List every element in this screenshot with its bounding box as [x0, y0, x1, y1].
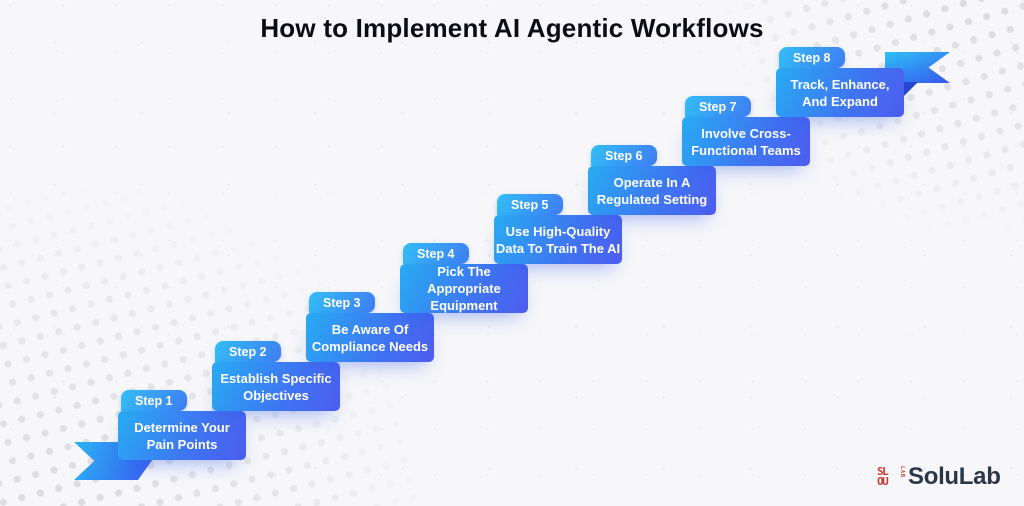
step-card: Involve Cross- Functional Teams: [682, 117, 810, 166]
step-label: Step 3: [323, 295, 361, 310]
page-title: How to Implement AI Agentic Workflows: [260, 13, 764, 43]
step-label: Step 4: [417, 246, 455, 261]
step-text-line2: Equipment: [430, 298, 498, 313]
step-text-line1: Track, Enhance,: [790, 76, 890, 92]
step-label: Step 8: [793, 50, 831, 65]
step-label: Step 5: [511, 197, 549, 212]
step-label-tab: Step 1: [121, 390, 187, 411]
step-label: Step 6: [605, 148, 643, 163]
solulab-logo-text: SoluLab: [908, 463, 1001, 490]
step-text-line2: And Expand: [802, 93, 878, 109]
step-item-3: Step 3 Be Aware Of Compliance Needs: [306, 292, 434, 362]
step-label-tab: Step 4: [403, 243, 469, 264]
step-label-tab: Step 2: [215, 341, 281, 362]
step-text-line1: Be Aware Of: [331, 321, 409, 337]
step-item-7: Step 7 Involve Cross- Functional Teams: [682, 96, 810, 166]
step-text-line2: Objectives: [243, 387, 309, 403]
step-item-6: Step 6 Operate In A Regulated Setting: [588, 145, 716, 215]
step-text-line1: Establish Specific: [220, 370, 332, 386]
step-label-tab: Step 6: [591, 145, 657, 166]
step-label-tab: Step 7: [685, 96, 751, 117]
step-item-4: Step 4 Pick The Appropriate Equipment: [400, 243, 528, 313]
step-text-line1: Use High-Quality: [505, 223, 611, 239]
step-label: Step 2: [229, 344, 267, 359]
step-label-tab: Step 5: [497, 194, 563, 215]
logo-icon-bottom-text: OU: [877, 475, 889, 488]
step-label: Step 1: [135, 393, 173, 408]
step-card: Use High-Quality Data To Train The AI: [494, 215, 622, 264]
step-text-line1: Pick The Appropriate: [427, 264, 501, 296]
step-label-tab: Step 3: [309, 292, 375, 313]
step-text-line2: Pain Points: [146, 436, 218, 452]
step-label-tab: Step 8: [779, 47, 845, 68]
step-item-5: Step 5 Use High-Quality Data To Train Th…: [494, 194, 622, 264]
step-item-2: Step 2 Establish Specific Objectives: [212, 341, 340, 411]
step-card: Pick The Appropriate Equipment: [400, 264, 528, 313]
step-card: Establish Specific Objectives: [212, 362, 340, 411]
step-text-line2: Compliance Needs: [311, 338, 429, 354]
step-text-line1: Involve Cross-: [701, 125, 791, 141]
step-item-1: Step 1 Determine Your Pain Points: [118, 390, 246, 460]
step-label: Step 7: [699, 99, 737, 114]
solulab-logo: SL OU LAB SoluLab: [877, 463, 1001, 491]
step-text-line1: Determine Your: [134, 419, 230, 435]
logo-icon-side-text: LAB: [899, 466, 905, 479]
step-text-line2: Data To Train The AI: [495, 240, 621, 256]
logo-icon-top-text: SL: [877, 465, 889, 478]
step-card: Determine Your Pain Points: [118, 411, 246, 460]
step-text-line2: Regulated Setting: [596, 191, 708, 207]
step-item-8: Step 8 Track, Enhance, And Expand: [776, 47, 904, 117]
step-text-line1: Operate In A: [613, 174, 691, 190]
step-card: Be Aware Of Compliance Needs: [306, 313, 434, 362]
solulab-logo-icon: SL OU LAB: [877, 464, 905, 490]
step-card: Operate In A Regulated Setting: [588, 166, 716, 215]
step-text-line2: Functional Teams: [691, 142, 801, 158]
step-card: Track, Enhance, And Expand: [776, 68, 904, 117]
